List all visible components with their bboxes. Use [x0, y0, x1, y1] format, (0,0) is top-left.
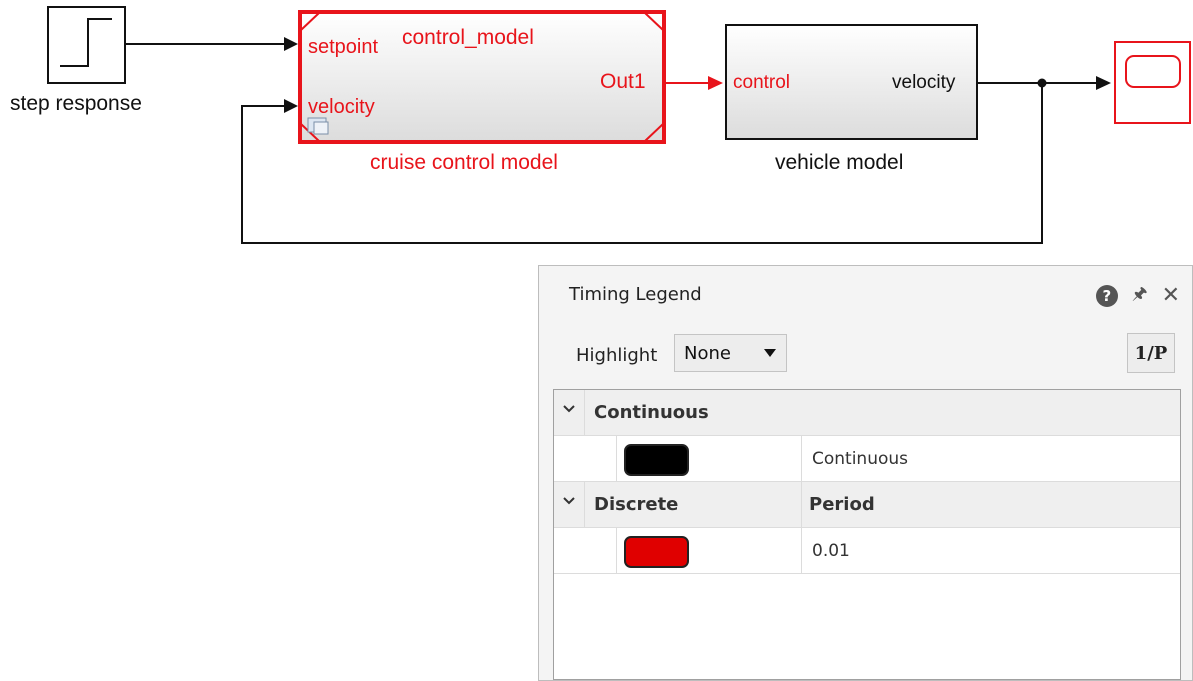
group-row-continuous[interactable]: Continuous [554, 390, 1180, 436]
block-diagram [47, 6, 1191, 244]
vehicle-model-caption: vehicle model [775, 151, 904, 174]
highlight-label: Highlight [576, 345, 658, 366]
show-period-button[interactable]: 1/P [1127, 333, 1175, 373]
group-column-header: Period [809, 494, 875, 515]
panel-title: Timing Legend [569, 284, 702, 305]
timing-legend-table: Continuous Continuous Discrete Period [553, 389, 1181, 680]
vehicle-model-block[interactable] [725, 24, 978, 140]
port-label-velocity-out: velocity [892, 72, 956, 93]
chevron-down-icon[interactable] [562, 402, 576, 416]
step-block-label: step response [10, 92, 142, 115]
timing-legend-panel: Timing Legend ? 🖈︎ ✕ Highlight None 1/P … [538, 265, 1193, 681]
scope-block[interactable] [1114, 41, 1191, 124]
color-swatch [624, 444, 689, 476]
panel-title-icons: ? 🖈︎ ✕ [1095, 281, 1180, 310]
cruise-control-caption: cruise control model [370, 151, 558, 174]
period-button-label: 1/P [1134, 342, 1168, 364]
port-label-out1: Out1 [600, 70, 646, 93]
step-block[interactable] [47, 6, 126, 84]
model-name-label: control_model [402, 26, 534, 49]
signal-out1-to-control[interactable] [664, 76, 723, 90]
help-icon[interactable]: ? [1095, 284, 1118, 307]
close-icon[interactable]: ✕ [1161, 282, 1180, 308]
highlight-selected-value: None [684, 342, 731, 364]
legend-item-value: 0.01 [812, 541, 850, 561]
dropdown-arrow-icon [764, 349, 776, 357]
signal-velocity-to-scope[interactable] [977, 76, 1111, 90]
port-label-setpoint: setpoint [308, 36, 379, 58]
group-name: Discrete [594, 494, 679, 515]
highlight-dropdown[interactable]: None [674, 334, 787, 372]
legend-item-value: Continuous [812, 449, 909, 469]
group-row-discrete[interactable]: Discrete Period [554, 482, 1180, 528]
pin-icon[interactable]: 🖈︎ [1131, 284, 1148, 304]
port-label-control: control [733, 72, 791, 93]
chevron-down-icon[interactable] [562, 494, 576, 508]
group-name: Continuous [594, 402, 709, 423]
cruise-control-model-block[interactable] [298, 10, 666, 144]
port-label-velocity-in: velocity [308, 96, 375, 118]
color-swatch [624, 536, 689, 568]
legend-item-row[interactable]: Continuous [554, 436, 1180, 482]
legend-item-row[interactable]: 0.01 [554, 528, 1180, 574]
signal-velocity-feedback[interactable] [241, 83, 1043, 244]
signal-step-to-setpoint[interactable] [125, 37, 298, 51]
